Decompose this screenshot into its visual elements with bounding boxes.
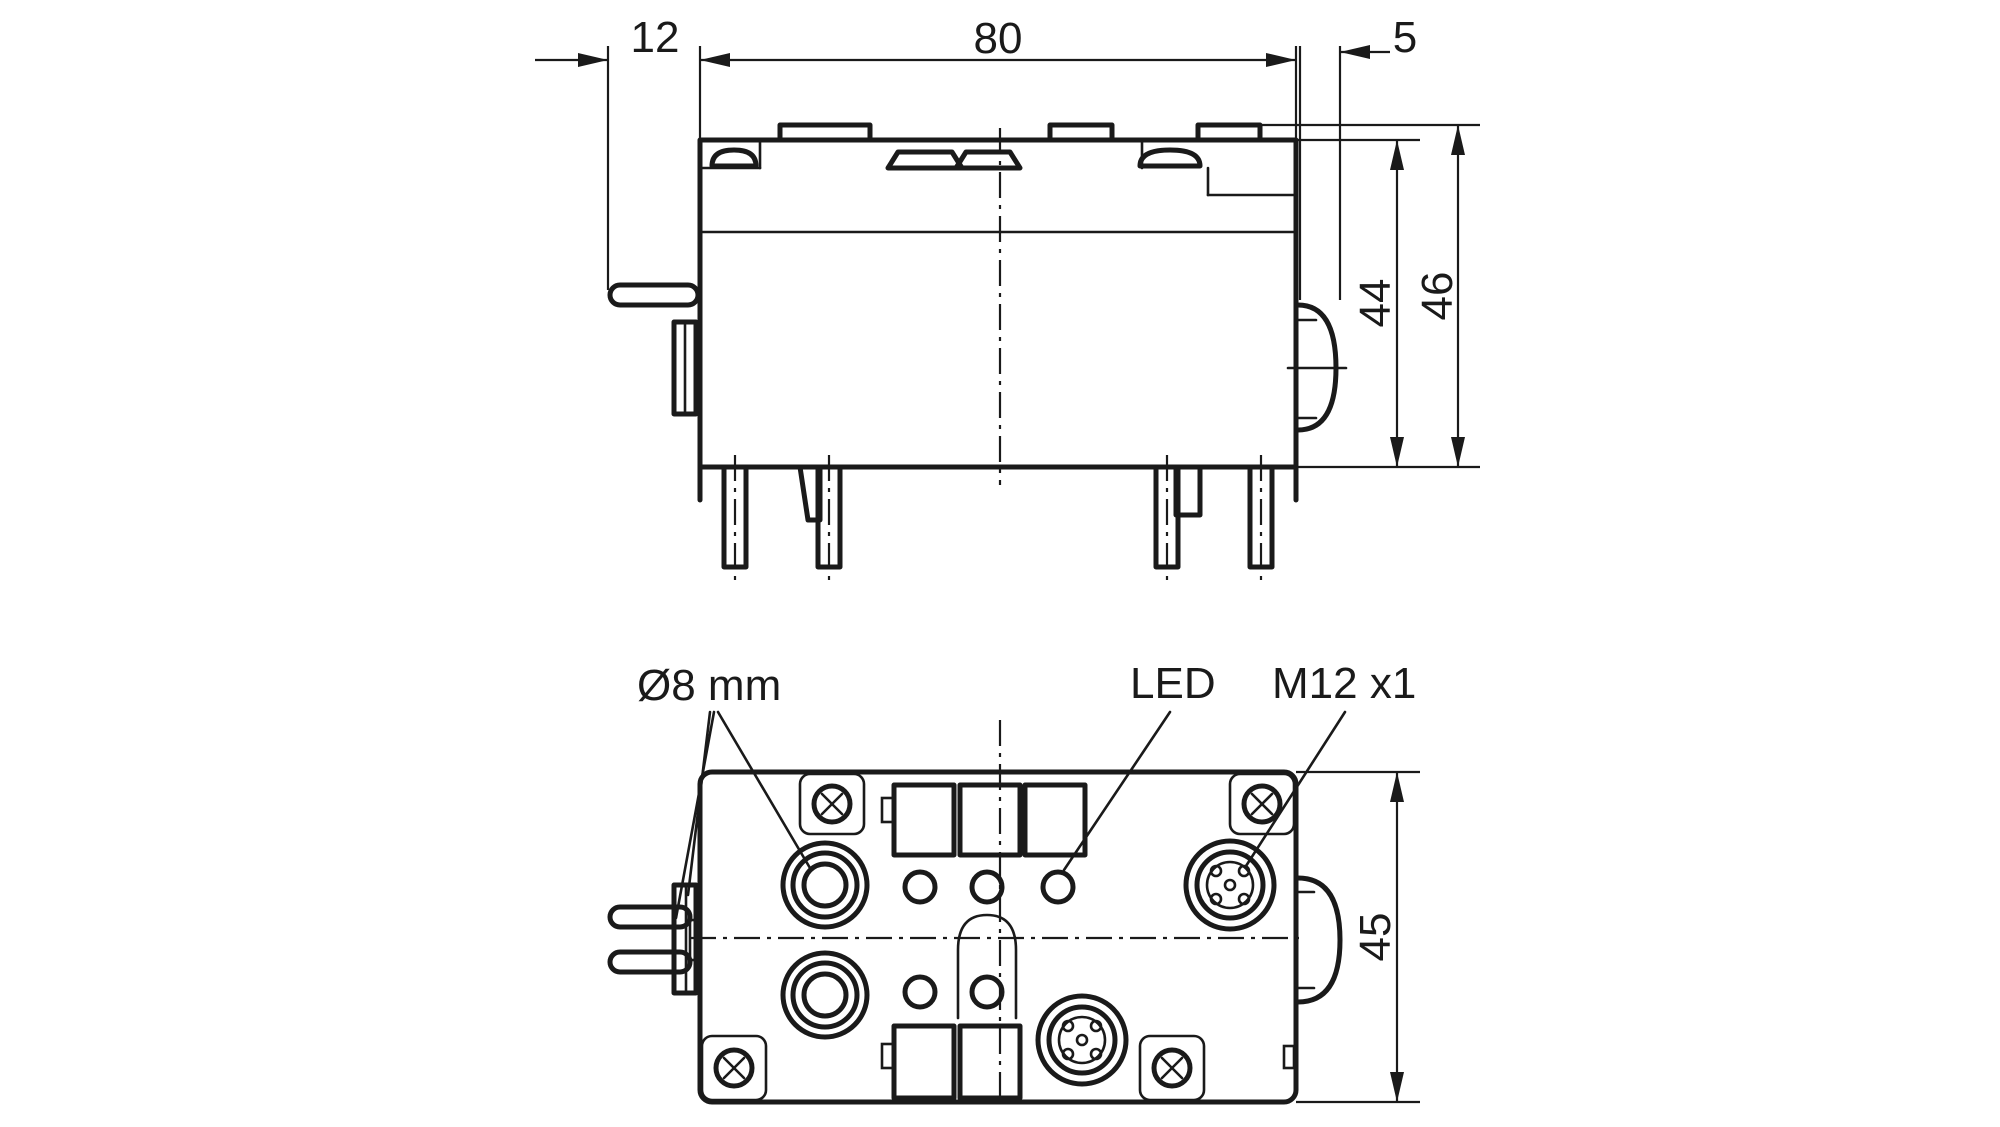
dimension-width: 80 <box>698 14 1298 140</box>
m12-connector-icon <box>1183 838 1277 932</box>
screw-icon <box>798 772 866 836</box>
led-offset-label: 5 <box>1393 13 1417 62</box>
callout-led: LED <box>1062 659 1216 872</box>
label-window <box>957 1023 1023 1101</box>
side-bottom-pins <box>697 455 1299 585</box>
depth-label: 45 <box>1351 913 1400 962</box>
bottom-label-windows <box>880 1023 1023 1101</box>
tube-diameter-label: Ø8 mm <box>637 661 781 710</box>
port-arch <box>956 913 1018 1020</box>
led-indicator-icon <box>969 869 1005 905</box>
side-top-lens <box>709 147 759 169</box>
side-top-lens <box>885 149 965 171</box>
led-indicator-icon <box>1040 869 1076 905</box>
top-label-windows <box>880 782 1088 858</box>
cable-stub <box>607 904 693 930</box>
connector-thread-label: M12 x1 <box>1272 659 1416 708</box>
side-top-lens <box>953 149 1023 171</box>
total-height-label: 46 <box>1413 272 1462 321</box>
dimension-cable-offset: 12 <box>535 13 679 290</box>
width-dimension-label: 80 <box>974 14 1023 63</box>
dimension-led-offset: 5 <box>1298 13 1417 300</box>
led-indicator-icon <box>902 869 938 905</box>
dimension-depth: 45 <box>1296 770 1420 1104</box>
cable-stub <box>607 949 693 975</box>
body-height-label: 44 <box>1351 279 1400 328</box>
label-window <box>891 782 957 858</box>
screw-icon <box>700 1034 768 1102</box>
label-window <box>1022 782 1088 858</box>
led-indicator-icon <box>902 974 938 1010</box>
callout-tube-diameter: Ø8 mm <box>637 661 812 920</box>
led-label: LED <box>1130 659 1216 708</box>
screw-icon <box>1138 1034 1206 1102</box>
led-indicator-icon <box>969 974 1005 1010</box>
pneumatic-port-icon <box>780 840 870 930</box>
cable-offset-label: 12 <box>631 13 680 62</box>
top-led-dome <box>1295 875 1343 1005</box>
side-top-lens <box>1137 147 1203 169</box>
label-window <box>957 782 1023 858</box>
m12-connector-icon <box>1035 993 1129 1087</box>
screw-icon <box>1228 772 1296 836</box>
top-cable-stubs <box>607 882 702 996</box>
dimension-heights: 44 46 <box>1260 123 1480 469</box>
side-view: 80 12 5 44 46 <box>535 13 1480 585</box>
side-cable-stub <box>607 282 701 308</box>
label-window <box>891 1023 957 1101</box>
side-body-outline <box>697 137 1299 470</box>
callout-connector-thread: M12 x1 <box>1244 659 1416 868</box>
pneumatic-port-icon <box>780 950 870 1040</box>
top-view: Ø8 mm LED M12 x1 45 <box>607 659 1420 1105</box>
